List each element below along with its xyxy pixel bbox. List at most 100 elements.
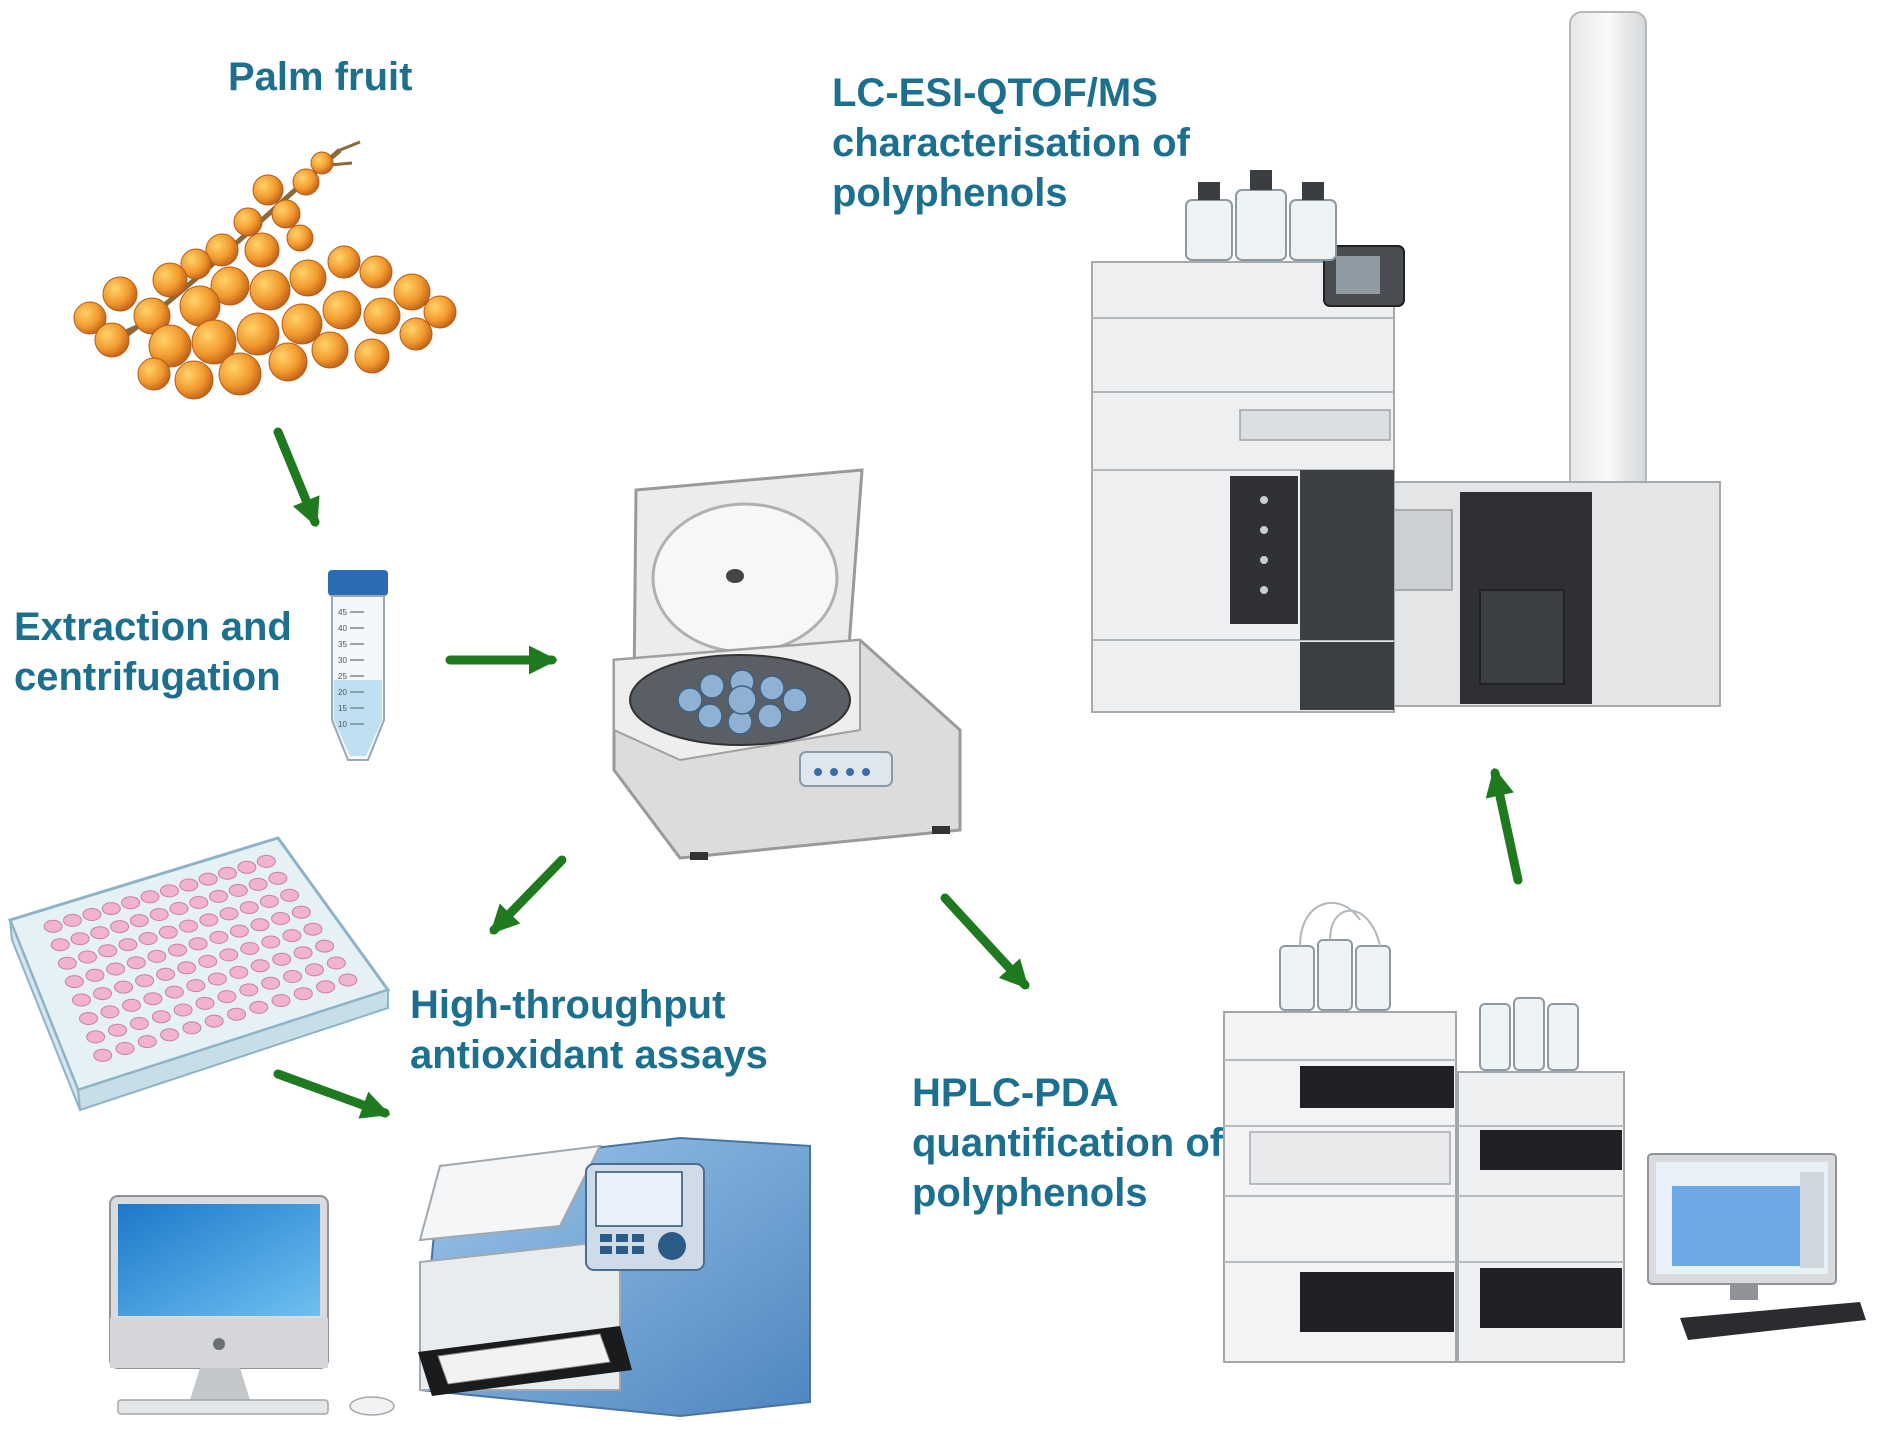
plate-well <box>43 919 63 933</box>
plate-well <box>188 937 208 951</box>
plate-well <box>195 996 215 1010</box>
plate-well <box>280 888 300 902</box>
plate-well <box>78 950 97 964</box>
plate-well <box>237 860 257 874</box>
plate-well <box>129 914 149 928</box>
plate-well <box>114 980 133 994</box>
plate-well <box>303 922 323 936</box>
plate-well <box>199 913 219 927</box>
tube-scale-20: 20 <box>338 688 347 697</box>
plate-well <box>168 943 187 957</box>
falcon-tube: 45 40 35 30 25 20 15 10 <box>328 570 388 761</box>
plate-well <box>135 974 155 988</box>
plate-well <box>228 883 248 897</box>
plate-well <box>198 872 218 886</box>
plate-well <box>229 965 249 979</box>
plate-well <box>57 956 77 970</box>
plate-well <box>169 902 189 915</box>
plate-well <box>140 890 160 904</box>
plate-well <box>115 1042 135 1055</box>
plate-well <box>143 992 163 1006</box>
plate-well <box>93 1048 113 1062</box>
well-plate <box>8 836 391 1112</box>
plate-well <box>160 1028 180 1042</box>
label-extraction: Extraction and centrifugation <box>14 605 292 699</box>
plate-well <box>271 912 291 925</box>
plate-well <box>256 854 276 868</box>
plate-well <box>82 908 102 921</box>
plate-well <box>177 961 197 975</box>
plate-well <box>293 987 313 1001</box>
plate-well <box>218 866 237 880</box>
plate-well <box>63 913 82 927</box>
plate-well <box>179 919 198 933</box>
arrow-plate-to-reader <box>273 1069 391 1119</box>
plate-well <box>240 942 260 955</box>
plate-well <box>186 979 206 993</box>
plate-well <box>182 1021 202 1035</box>
plate-well <box>179 878 199 892</box>
plate-well <box>198 954 218 968</box>
plate-well <box>164 985 184 999</box>
label-palm-fruit: Palm fruit <box>228 55 413 99</box>
plate-well <box>282 929 302 943</box>
plate-well <box>151 1010 171 1024</box>
plate-well <box>173 1003 193 1017</box>
plate-well <box>137 1035 157 1049</box>
plate-well <box>122 998 141 1012</box>
plate-well <box>64 975 84 989</box>
plate-well <box>147 949 167 963</box>
plate-well <box>249 1000 269 1014</box>
flow-arrows <box>273 427 1523 1119</box>
plate-well <box>110 920 130 934</box>
plate-well <box>86 1030 106 1044</box>
plate-well <box>106 962 126 976</box>
plate-well <box>207 972 227 986</box>
plate-well <box>268 871 288 885</box>
plate-well <box>283 970 302 983</box>
plate-well <box>85 968 105 982</box>
plate-well <box>189 896 209 909</box>
tube-scale-40: 40 <box>338 624 347 633</box>
hplc-instrument <box>1223 902 1866 1363</box>
plate-well <box>259 894 279 908</box>
plate-well <box>291 905 311 919</box>
microplate-reader <box>418 1136 811 1418</box>
palm-fruit-image <box>73 140 457 400</box>
plate-well <box>250 959 270 973</box>
plate-well <box>239 901 259 915</box>
plate-well <box>326 956 346 970</box>
plate-well <box>229 924 249 938</box>
tube-scale-15: 15 <box>338 704 347 713</box>
plate-well <box>138 932 158 945</box>
plate-well <box>293 946 313 960</box>
plate-well <box>126 956 146 970</box>
plate-well <box>248 877 268 891</box>
plate-well <box>250 918 270 932</box>
plate-well <box>209 889 228 903</box>
plate-well <box>219 948 239 962</box>
plate-well <box>316 980 336 994</box>
plate-well <box>98 944 118 958</box>
plate-well <box>101 902 121 916</box>
plate-well <box>239 983 259 997</box>
plate-well <box>272 952 292 966</box>
plate-well <box>261 976 281 990</box>
tube-scale-30: 30 <box>338 656 347 665</box>
plate-well <box>129 1017 149 1030</box>
label-hplc: HPLC-PDA quantification of polyphenols <box>912 1071 1224 1215</box>
plate-well <box>204 1014 224 1028</box>
plate-well <box>149 908 169 921</box>
plate-well <box>118 938 138 952</box>
plate-well <box>100 1005 120 1019</box>
plate-well <box>72 993 91 1007</box>
plate-well <box>70 932 90 946</box>
plate-well <box>156 967 176 981</box>
plate-well <box>90 926 110 940</box>
plate-well <box>315 939 335 953</box>
arrow-hplc-to-lcms <box>1485 767 1523 885</box>
arrow-centrifuge-to-hplc <box>940 893 1030 990</box>
plate-well <box>227 1007 246 1021</box>
tube-scale-25: 25 <box>338 672 347 681</box>
